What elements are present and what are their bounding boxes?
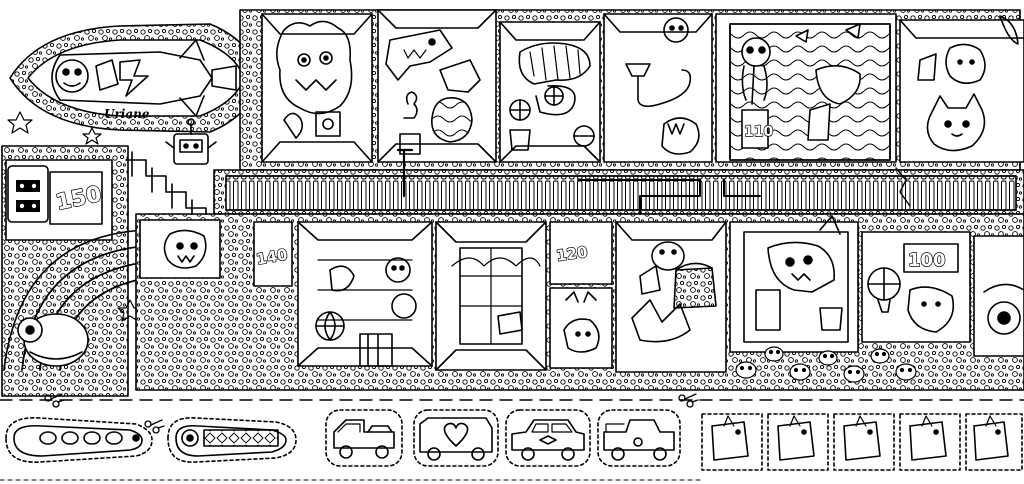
staircase [125, 151, 207, 225]
room-number-140: 140 [255, 245, 289, 268]
cutout-car [505, 409, 591, 467]
cutout-bench-2 [167, 417, 297, 463]
cutout-van-heart [413, 409, 499, 467]
rocket-label: Uriane [104, 107, 150, 121]
pebble-creatures [735, 346, 917, 383]
room-cat [899, 15, 1024, 163]
room-dinosaur [377, 9, 497, 163]
room-goat: 120 [549, 221, 613, 369]
room-bookshelf [297, 221, 433, 367]
cutout-pickup [597, 409, 681, 467]
cutout-cards [701, 413, 1023, 471]
room-dragon: 140 [139, 219, 293, 287]
cutout-bench-1 [5, 417, 153, 463]
room-eye-monster [973, 235, 1024, 357]
scissors-icon [678, 393, 699, 408]
frog-character [17, 313, 89, 367]
room-lamp [603, 13, 713, 163]
room-zebra [499, 21, 601, 163]
room-number-120: 120 [555, 243, 589, 265]
room-monster [261, 13, 373, 163]
cutout-truck [325, 409, 403, 467]
room-number-110: 110 [744, 124, 773, 140]
room-aquarium: 110 [715, 13, 897, 163]
scissors-icon [44, 393, 65, 408]
room-number-100: 100 [908, 250, 946, 271]
rocket: Uriane [7, 23, 263, 145]
room-frame-monster [729, 215, 859, 353]
room-cake [615, 221, 727, 373]
room-window [435, 221, 547, 371]
scissors-icon [144, 419, 165, 434]
robot [165, 118, 217, 165]
room-balloon: 100 [861, 231, 971, 343]
